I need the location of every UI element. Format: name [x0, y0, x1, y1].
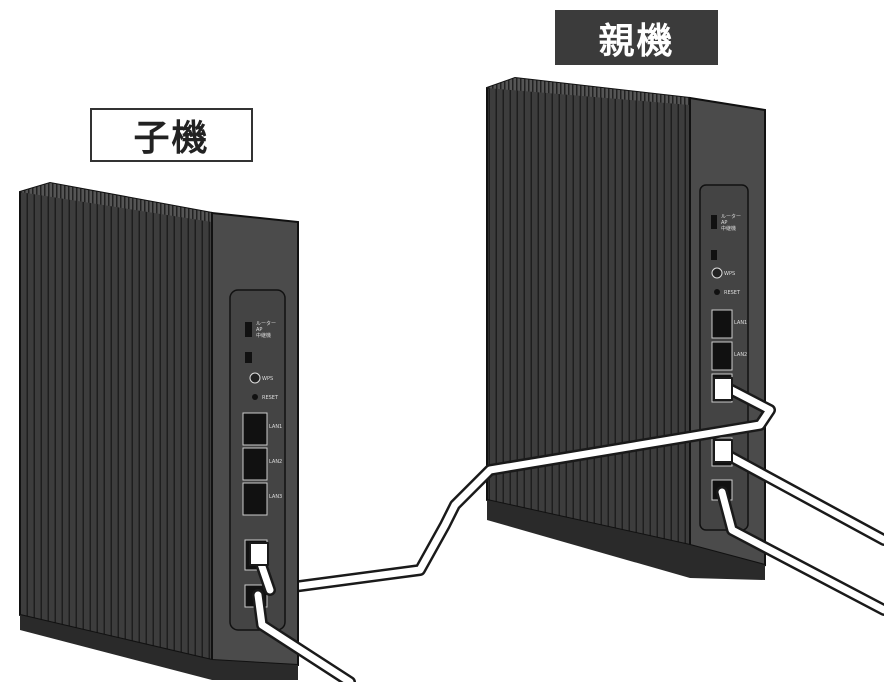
parent-wan-plug: [713, 439, 733, 463]
child-lan3-port: [242, 482, 268, 516]
parent-lan-plug: [713, 377, 733, 401]
parent-power-cable: [718, 488, 884, 614]
child-lan-plug: [249, 542, 269, 566]
child-unit-label: 子機: [90, 108, 253, 162]
child-power-cable: [254, 591, 354, 682]
parent-top-vent: [487, 78, 765, 120]
child-lan3-label: LAN3: [269, 494, 282, 500]
child-base: [20, 615, 298, 680]
child-wps-label: WPS: [262, 376, 273, 382]
cables: [256, 379, 884, 616]
child-reset-label: RESET: [262, 395, 279, 401]
child-mode-repeater-label: 中継機: [256, 332, 271, 339]
child-mode-router-label: ルーター: [256, 320, 276, 327]
lan-cable: [258, 381, 774, 594]
parent-router: ルーター AP 中継機 WPS RESET LAN1 LAN2: [486, 76, 766, 580]
child-lan2-label: LAN2: [269, 459, 282, 465]
child-mode-ap-label: AP: [256, 327, 262, 333]
child-mode-switch: [245, 322, 252, 337]
parent-unit-label: 親機: [555, 10, 718, 65]
mode-repeater-label: 中継機: [721, 225, 736, 232]
wps-label: WPS: [724, 271, 735, 277]
child-router: ルーター AP 中継機 WPS RESET LAN1 LAN2 LAN3: [19, 181, 299, 680]
wps-button-icon: [711, 267, 723, 279]
reset-hole-icon: [714, 289, 720, 295]
child-reset-hole-icon: [252, 394, 258, 400]
wan-cable: [718, 448, 884, 544]
lan2-label: LAN2: [734, 352, 747, 358]
child-wps-button-icon: [249, 372, 261, 384]
child-cables: [249, 377, 733, 682]
reset-label: RESET: [724, 290, 741, 296]
child-switch2: [245, 352, 252, 363]
mode-switch: [711, 215, 717, 229]
lan1-label: LAN1: [734, 320, 747, 326]
mode-router-label: ルーター: [721, 213, 741, 220]
lan1-port: [711, 309, 733, 339]
child-lan1-label: LAN1: [269, 424, 282, 430]
switch2: [711, 250, 717, 260]
child-front-face: [19, 181, 213, 662]
child-lan2-port: [242, 447, 268, 481]
parent-base: [487, 500, 765, 580]
parent-front-face: [486, 76, 691, 547]
child-lan1-port: [242, 412, 268, 446]
mode-ap-label: AP: [721, 220, 727, 226]
lan2-port: [711, 341, 733, 371]
